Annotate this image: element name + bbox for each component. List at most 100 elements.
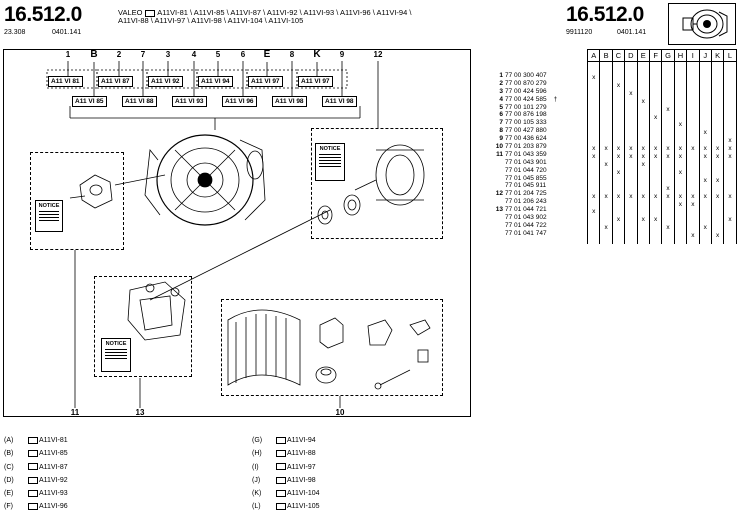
grid-cell [698, 89, 712, 98]
grid-cell [611, 129, 626, 138]
grid-cell [636, 168, 650, 177]
callout-7: 7 [140, 50, 146, 59]
ref-box-a11vi-85: A11 VI 85 [72, 96, 107, 107]
callout-3: 3 [165, 50, 171, 59]
grid-cell [611, 113, 626, 122]
grid-cell: x [624, 145, 638, 154]
grid-cell [611, 89, 626, 98]
grid-cell: x [611, 153, 626, 161]
grid-cell [686, 184, 700, 193]
grid-cell: x [673, 153, 688, 161]
grid-cell [648, 208, 663, 217]
legend-item: (H)A11VI-88 [252, 447, 320, 460]
callout-5: 5 [215, 50, 221, 59]
grid-cell [710, 89, 725, 98]
grid-cell [673, 113, 688, 122]
grid-cell: x [673, 121, 688, 130]
grid-cell [661, 121, 675, 130]
grid-cell: x [661, 184, 675, 193]
grid-cell [648, 89, 663, 98]
code-right-b: 0401.141 [617, 29, 647, 36]
legend-key: (G) [252, 437, 263, 444]
part-number: 77 00 300 407 [505, 72, 547, 79]
callout-12: 12 [373, 50, 383, 59]
grid-cell [586, 224, 601, 233]
part-ref: 7 [499, 119, 503, 127]
grid-cell: x [661, 192, 675, 201]
grid-row: x [586, 113, 737, 122]
grid-cell: x [611, 168, 626, 177]
notice-card-13: NOTICE [101, 338, 131, 372]
legend-label: A11VI-88 [287, 450, 316, 458]
legend-item: (F)A11VI-96 [4, 500, 68, 513]
callout-E: E [263, 49, 271, 60]
legend-item: (C)A11VI-87 [4, 461, 68, 474]
grid-cell [648, 168, 663, 177]
grid-cell [586, 89, 601, 98]
ref-box-a11vi-87: A11 VI 87 [98, 76, 133, 87]
grid-cell [698, 97, 712, 106]
part-row: 77 01 045 855 [490, 175, 557, 183]
grid-cell: x [624, 153, 638, 161]
grid-cell: x [661, 105, 675, 114]
part-row: 77 01 206 243 [490, 198, 557, 206]
part-number: 77 01 043 359 [505, 150, 547, 158]
grid-row: x [586, 129, 737, 138]
part-number: 77 01 044 721 [505, 206, 547, 214]
part-ref: 10 [495, 143, 503, 151]
grid-cell [723, 121, 737, 130]
grid-cell: x [586, 153, 601, 161]
grid-cell [710, 160, 725, 169]
grid-column-header: C [611, 49, 626, 62]
grid-row: x [586, 81, 737, 90]
grid-cell [586, 81, 601, 90]
notice-card-11: NOTICE [35, 200, 63, 232]
grid-cell: x [624, 192, 638, 201]
legend-right: (G)A11VI-94(H)A11VI-88(I)A11VI-97(J)A11V… [252, 434, 320, 514]
part-row: 77 01 041 747 [490, 230, 557, 238]
grid-cell: x [611, 216, 626, 225]
grid-cell [661, 216, 675, 225]
grid-cell [686, 74, 700, 82]
grid-cell: x [686, 145, 700, 154]
grid-cell: x [586, 74, 601, 82]
legend-label: A11VI-93 [39, 490, 68, 498]
grid-cell [611, 176, 626, 185]
grid-cell [698, 160, 712, 169]
grid-cell: x [661, 145, 675, 154]
ref-box-a11vi-93: A11 VI 93 [172, 96, 207, 107]
grid-cell [710, 200, 725, 209]
grid-cell [648, 176, 663, 185]
grid-cell [611, 184, 626, 193]
grid-cell [710, 168, 725, 177]
grid-cell [586, 216, 601, 225]
alternator-thumbnail [668, 3, 736, 45]
legend-item: (L)A11VI-105 [252, 500, 320, 513]
grid-column-header: L [723, 49, 737, 62]
grid-cell: x [698, 224, 712, 233]
ref-box-a11vi-98b: A11 VI 98 [322, 96, 357, 107]
part-number: 77 01 204 725 [505, 190, 547, 198]
legend-item: (I)A11VI-97 [252, 461, 320, 474]
legend-label: A11VI-87 [39, 463, 68, 471]
grid-row: x [586, 121, 737, 130]
ref-box-a11vi-88: A11 VI 88 [122, 96, 157, 107]
box-icon [28, 476, 38, 484]
legend-item: (J)A11VI-98 [252, 474, 320, 487]
grid-cell [624, 168, 638, 177]
grid-cell: x [611, 192, 626, 201]
grid-cell [586, 129, 601, 138]
legend-key: (F) [4, 503, 13, 511]
grid-cell: x [723, 216, 737, 225]
box-icon [28, 449, 38, 457]
part-ref: 12 [495, 190, 503, 198]
grid-cell: x [599, 145, 613, 154]
grid-cell [636, 81, 650, 90]
code-right-a: 9911120 [566, 29, 593, 36]
grid-column-header: E [636, 49, 650, 62]
grid-cell [698, 105, 712, 114]
